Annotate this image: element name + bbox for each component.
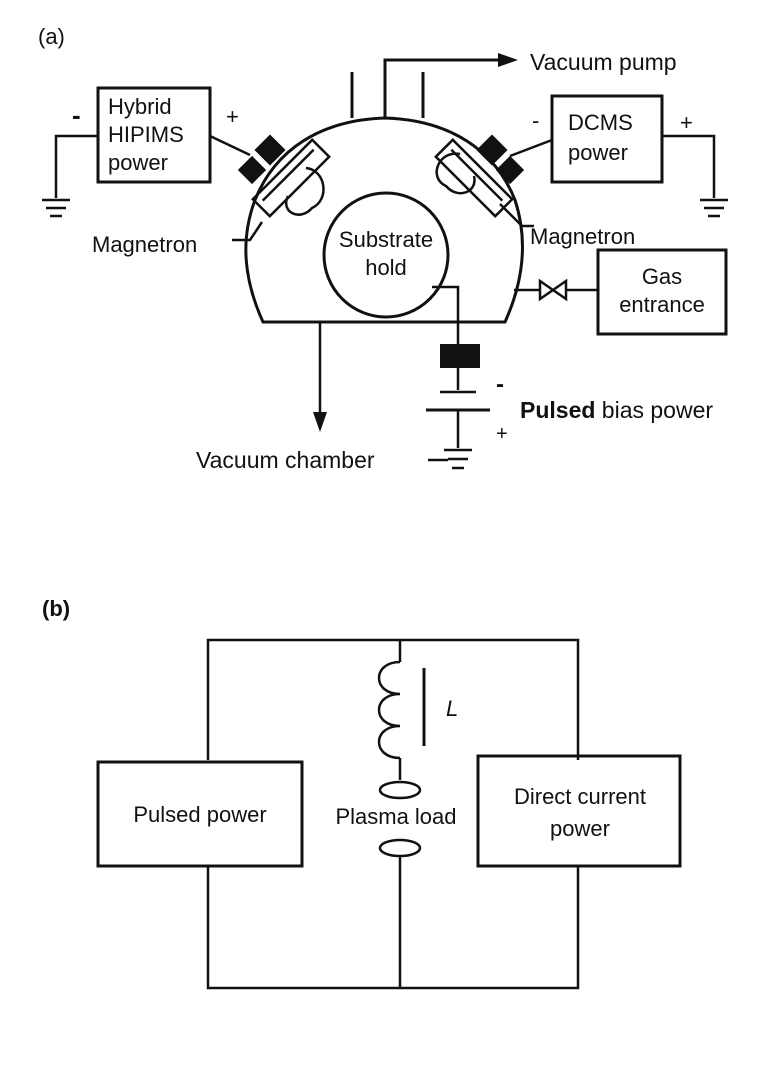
bias-feedthrough-wire <box>432 285 460 344</box>
gas-box-line2: entrance <box>619 292 705 317</box>
hipims-box-line3: power <box>108 150 168 175</box>
bottom-wire <box>206 866 580 990</box>
plasma-electrode-bottom <box>378 838 422 858</box>
vacuum-chamber-label: Vacuum chamber <box>196 447 375 473</box>
inductor-label: L <box>446 696 458 721</box>
dcms-ground-wire <box>662 134 716 198</box>
gas-box-line1: Gas <box>642 264 682 289</box>
dc-power-line2: power <box>550 816 610 841</box>
vacuum-chamber-wall <box>244 116 525 324</box>
dcms-to-magnetron-wire <box>509 138 553 158</box>
hipims-plus: + <box>226 104 239 129</box>
dcms-plus: + <box>680 110 693 135</box>
bias-plus: + <box>496 423 508 445</box>
pump-arrow-icon <box>498 53 518 67</box>
hipims-to-magnetron-wire <box>209 134 251 157</box>
pulsed-bias-bold: Pulsed <box>520 397 595 423</box>
valve-icon <box>538 278 568 302</box>
substrate-line2: hold <box>365 255 407 280</box>
magnetron-left-label: Magnetron <box>92 232 197 257</box>
chamber-arrow-icon <box>313 412 327 432</box>
hipims-box-line1: Hybrid <box>108 94 172 119</box>
dcms-power-box <box>550 94 664 184</box>
inductor-coil <box>377 660 401 760</box>
dc-power-box <box>476 754 682 868</box>
bias-feedthrough <box>440 344 480 368</box>
magnetron-left-leader <box>232 221 264 242</box>
pulsed-power-label: Pulsed power <box>133 802 266 827</box>
gas-entrance-box <box>596 248 728 336</box>
panel-b-label: (b) <box>42 596 70 621</box>
panel-a-label: (a) <box>38 24 65 49</box>
pulsed-power-box <box>96 760 304 868</box>
plasma-electrode-top <box>378 780 422 800</box>
hipims-minus: - <box>72 100 81 130</box>
substrate-line1: Substrate <box>339 227 433 252</box>
top-wire <box>206 638 580 760</box>
pump-line <box>383 58 500 118</box>
magnetron-right <box>434 134 525 218</box>
substrate-holder <box>322 191 450 319</box>
magnetron-right-label: Magnetron <box>530 224 635 249</box>
pulsed-bias-label: Pulsed bias power <box>520 397 713 423</box>
dcms-box-line2: power <box>568 140 628 165</box>
plasma-load-label: Plasma load <box>335 804 456 829</box>
pulsed-bias-rest: bias power <box>595 397 713 423</box>
dcms-minus: - <box>532 108 539 133</box>
vacuum-pump-label: Vacuum pump <box>530 49 677 75</box>
hipims-ground-wire <box>54 134 98 198</box>
dc-power-line1: Direct current <box>514 784 646 809</box>
dcms-box-line1: DCMS <box>568 110 633 135</box>
hipims-box-line2: HIPIMS <box>108 122 184 147</box>
magnetron-right-leader <box>499 203 534 228</box>
bias-minus: - <box>496 371 504 398</box>
magnetron-left <box>237 134 331 218</box>
